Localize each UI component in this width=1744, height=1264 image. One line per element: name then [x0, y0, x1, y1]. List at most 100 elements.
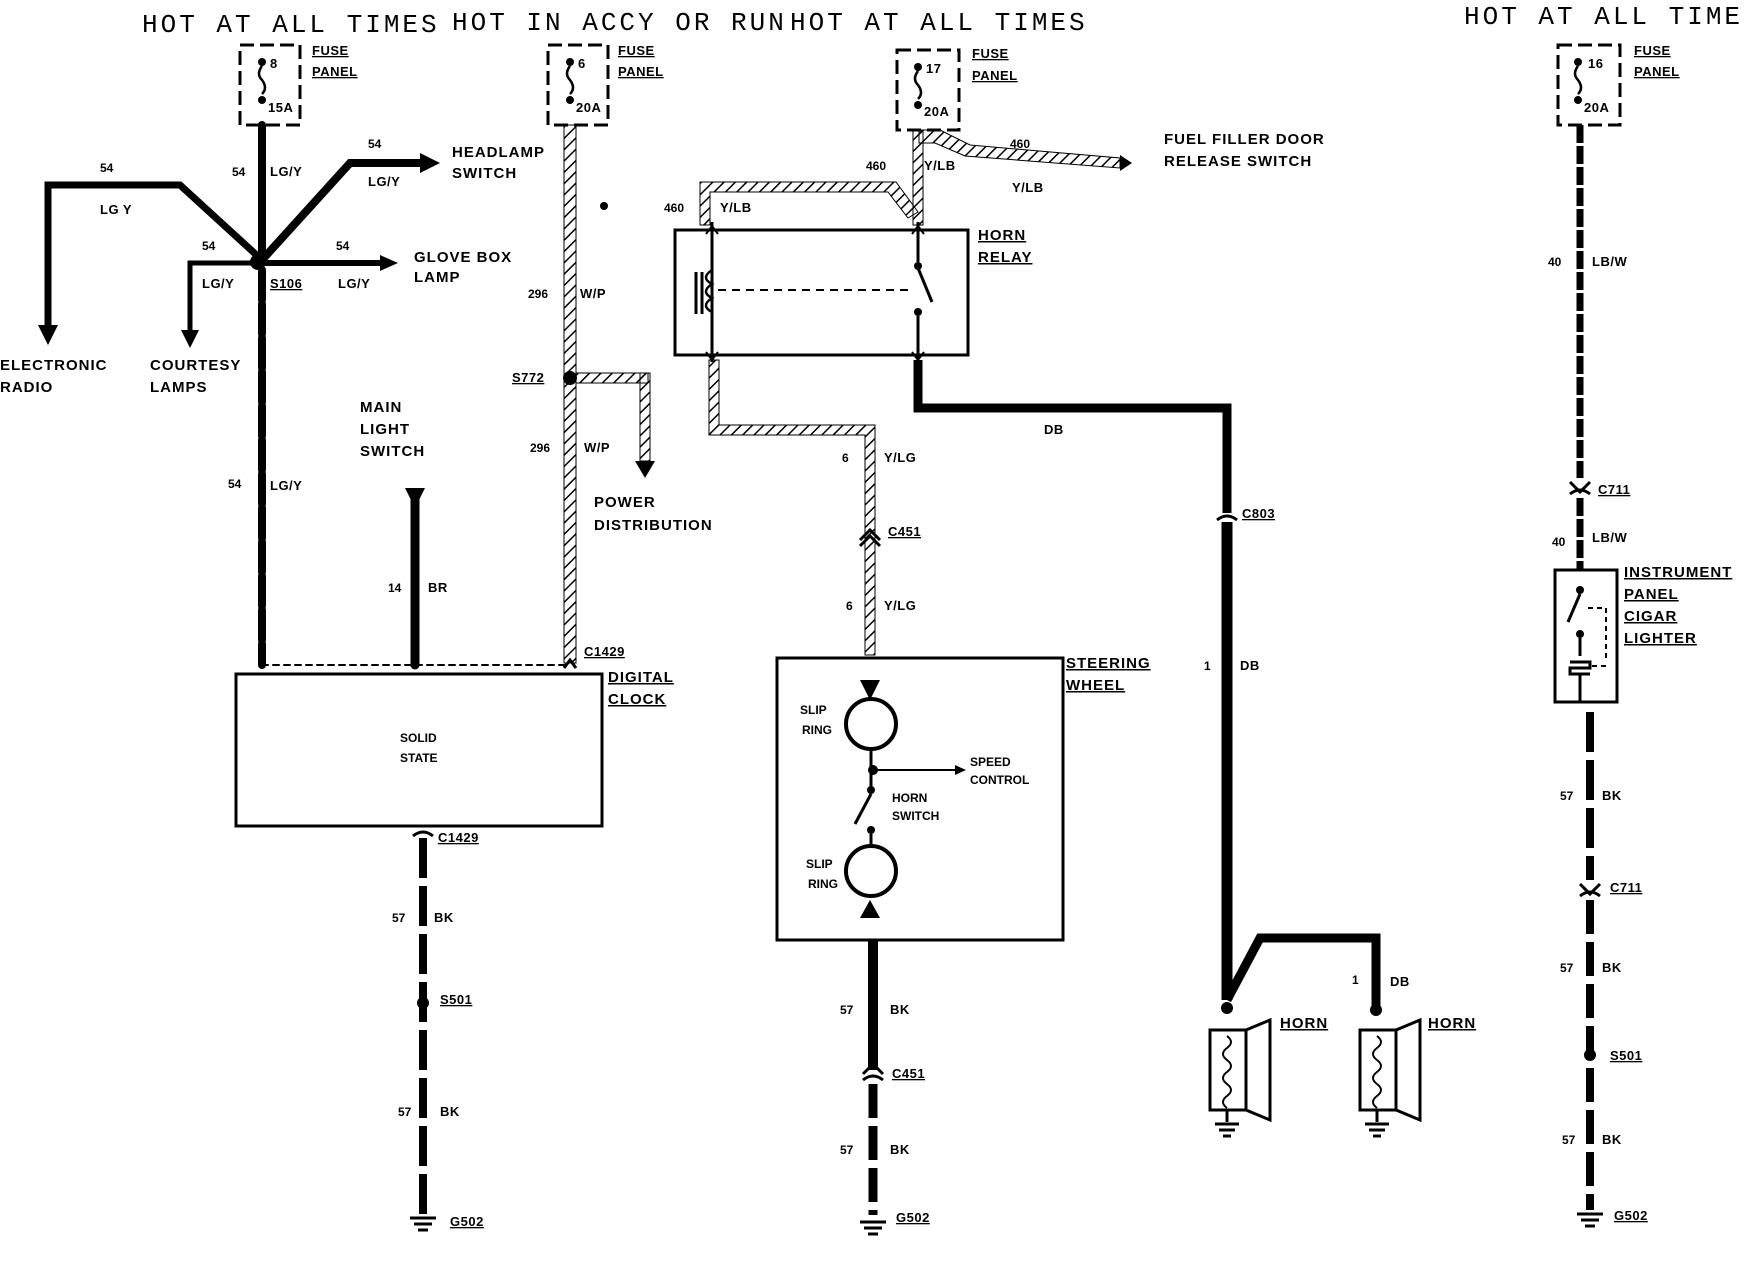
splice-s106: S106 [270, 276, 302, 291]
fuse-17: 17 20A [895, 48, 961, 132]
wire-54-left: 54 [100, 161, 114, 175]
connector-c451-top: C451 [888, 524, 921, 539]
courtesy-lamps-line2: LAMPS [150, 379, 208, 396]
headlamp-switch-line1: HEADLAMP [452, 144, 545, 161]
slip-ring-2-line2: RING [808, 877, 838, 891]
wire-460-a: 460 [1010, 137, 1030, 151]
wire-1-b: 1 [1352, 973, 1359, 987]
steering-ground-wire [860, 940, 886, 1236]
circuit-wp-wires [562, 124, 655, 669]
fuse-panel-label-1b: PANEL [312, 64, 358, 79]
circuit-lgy-wires [38, 121, 571, 670]
horn-relay-box [673, 222, 970, 362]
color-lgy-r: LG/Y [338, 276, 370, 291]
wire-57-lighter-c: 57 [1562, 1133, 1576, 1147]
wire-1-a: 1 [1204, 659, 1211, 673]
color-lgy-top: LG/Y [270, 164, 302, 179]
clock-solid: SOLID [400, 731, 437, 745]
color-ylb-d: Y/LB [720, 200, 752, 215]
connector-c1429-bottom: C1429 [438, 830, 479, 845]
color-bk-clock-a: BK [434, 910, 454, 925]
color-lgy-l: LG/Y [202, 276, 234, 291]
digital-clock-box: SOLID STATE [234, 672, 604, 828]
color-db-relay: DB [1044, 422, 1064, 437]
header-hot-at-all-times-2: HOT AT ALL TIMES [790, 8, 1088, 38]
connector-c803: C803 [1242, 506, 1275, 521]
color-lgy-low: LG/Y [270, 478, 302, 493]
wire-57-horn-b: 57 [840, 1143, 854, 1157]
splice-s501-lighter: S501 [1610, 1048, 1642, 1063]
clock-ground-wire [410, 830, 436, 1232]
color-bk-clock-b: BK [440, 1104, 460, 1119]
horn-b [1358, 1017, 1422, 1138]
digital-clock-line1: DIGITAL [608, 669, 674, 686]
wire-6-b: 6 [846, 599, 853, 613]
main-light-switch-line3: SWITCH [360, 443, 425, 460]
c451-connector-top [858, 527, 882, 548]
wire-460-c: 460 [664, 201, 684, 215]
main-light-switch-line1: MAIN [360, 399, 402, 416]
wire-6-a: 6 [842, 451, 849, 465]
fuse-panel-label-2a: FUSE [618, 43, 655, 58]
color-bk-lighter-c: BK [1602, 1132, 1622, 1147]
fuse-8: 8 15A [238, 43, 302, 127]
color-lgy-left: LG Y [100, 202, 132, 217]
fuse-panel-label-4b: PANEL [1634, 64, 1680, 79]
courtesy-lamps-line1: COURTESY [150, 357, 241, 374]
wire-57-lighter-b: 57 [1560, 961, 1574, 975]
color-bk-horn-b: BK [890, 1142, 910, 1157]
horn-relay-line1: HORN [978, 227, 1026, 244]
wire-296-a: 296 [528, 287, 548, 301]
fuse-8-rating: 15A [268, 100, 293, 115]
horn-b-label: HORN [1428, 1015, 1476, 1032]
header-hot-at-all-times-3: HOT AT ALL TIMES [1464, 2, 1744, 32]
speed-control-line1: SPEED [970, 755, 1011, 769]
fuse-8-number: 8 [270, 56, 278, 71]
instrument-panel-line2: PANEL [1624, 586, 1679, 603]
fuse-6-rating: 20A [576, 100, 601, 115]
connector-c451-bottom: C451 [892, 1066, 925, 1081]
fuse-panel-label-1a: FUSE [312, 43, 349, 58]
fuse-16-number: 16 [1588, 56, 1603, 71]
connector-c1429-top: C1429 [584, 644, 625, 659]
ground-g502-lighter: G502 [1614, 1208, 1648, 1223]
steering-wheel-line2: WHEEL [1066, 677, 1125, 694]
fuse-panel-label-4a: FUSE [1634, 43, 1671, 58]
power-distribution-line1: POWER [594, 494, 656, 511]
fuse-17-number: 17 [926, 61, 941, 76]
instrument-panel-line3: CIGAR [1624, 608, 1677, 625]
wire-54-a: 54 [202, 239, 216, 253]
wire-460-b: 460 [866, 159, 886, 173]
color-ylb-a: Y/LB [1012, 180, 1044, 195]
header-hot-at-all-times-1: HOT AT ALL TIMES [142, 10, 440, 40]
horn-relay-line2: RELAY [978, 249, 1032, 266]
color-db-a: DB [1240, 658, 1260, 673]
connector-c711-a: C711 [1598, 482, 1630, 497]
horn-a-label: HORN [1280, 1015, 1328, 1032]
color-ylb-b: Y/LB [924, 158, 956, 173]
glove-box-lamp-line1: GLOVE BOX [414, 249, 512, 266]
color-db-b: DB [1390, 974, 1410, 989]
fuel-filler-line1: FUEL FILLER DOOR [1164, 131, 1325, 148]
steering-wheel-box [775, 656, 1065, 942]
ground-g502-clock: G502 [450, 1214, 484, 1229]
lighter-circuit-wires [1553, 125, 1619, 1228]
fuse-16: 16 20A [1556, 43, 1622, 127]
wire-54-top: 54 [232, 165, 246, 179]
color-ylg-b: Y/LG [884, 598, 916, 613]
splice-s501-clock: S501 [440, 992, 472, 1007]
horn-switch-line1: HORN [892, 791, 927, 805]
wire-57-lighter-a: 57 [1560, 789, 1574, 803]
header-hot-in-accy-or-run: HOT IN ACCY OR RUN [452, 8, 787, 38]
fuse-panel-label-2b: PANEL [618, 64, 664, 79]
horn-a [1208, 1017, 1272, 1138]
fuse-panel-label-3a: FUSE [972, 46, 1009, 61]
wire-54-headlamp: 54 [368, 137, 382, 151]
color-bk-lighter-a: BK [1602, 788, 1622, 803]
connector-c711-b: C711 [1610, 880, 1642, 895]
wire-40-a: 40 [1548, 255, 1562, 269]
color-wp-a: W/P [580, 286, 606, 301]
wire-296-b: 296 [530, 441, 550, 455]
color-bk-horn-a: BK [890, 1002, 910, 1017]
